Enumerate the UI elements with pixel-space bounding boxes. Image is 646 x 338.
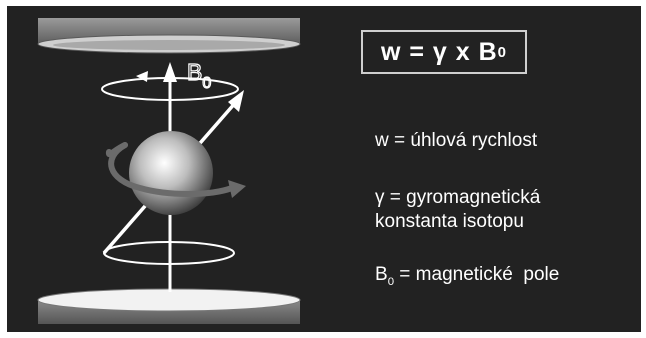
spin-rotation-arrow	[105, 142, 246, 198]
legend-field-text: = magnetické pole	[394, 264, 560, 285]
legend-angular-velocity: w = úhlová rychlost	[375, 130, 538, 151]
legend-field-symbol: B	[375, 264, 388, 285]
b0-field-label: B0	[187, 59, 211, 92]
legend-magnetic-field: B0 = magnetické pole	[375, 262, 559, 295]
legend-gyro-line1: γ = gyromagnetická	[375, 187, 541, 208]
formula-subscript: 0	[497, 43, 508, 61]
bottom-magnet-plate	[37, 288, 301, 324]
legend-field-subscript: 0	[387, 276, 395, 288]
top-magnet-plate	[37, 18, 301, 54]
legend-gyro-line2: konstanta isotopu	[375, 211, 524, 232]
formula-text: w = γ x B	[380, 37, 498, 66]
nucleus-sphere	[129, 131, 213, 215]
